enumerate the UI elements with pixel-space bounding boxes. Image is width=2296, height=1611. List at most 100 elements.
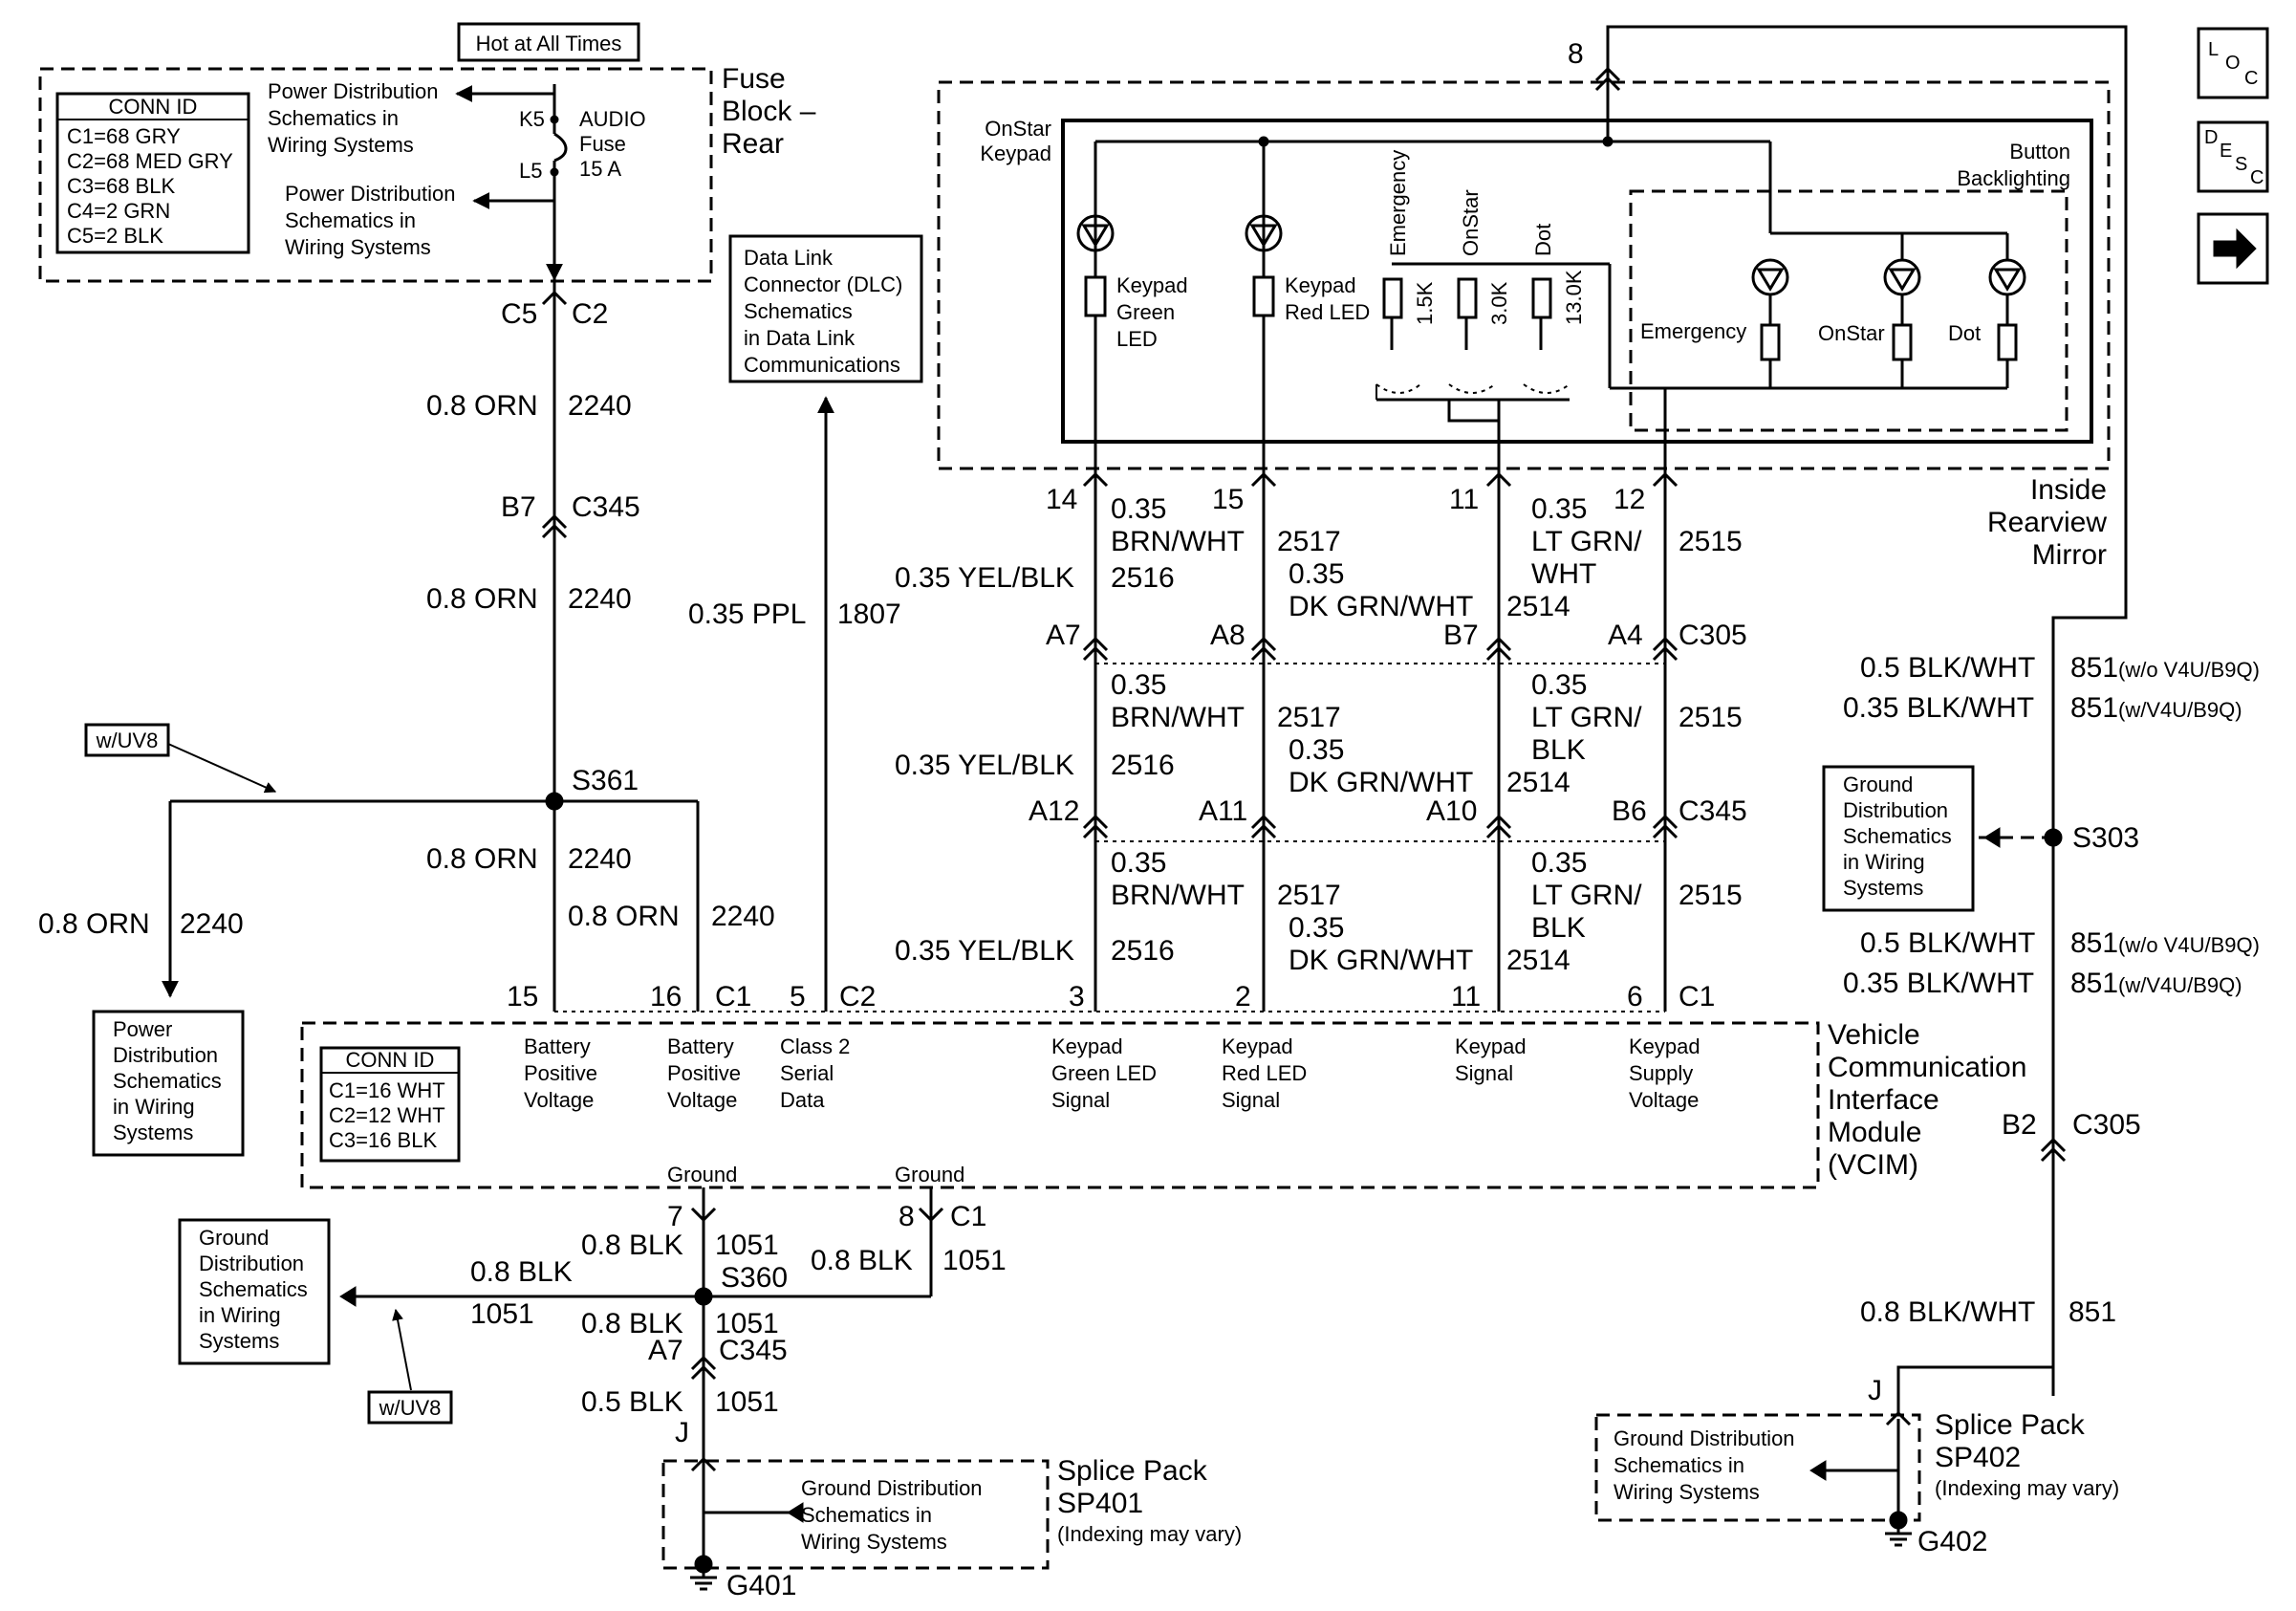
svg-text:C: C	[2244, 68, 2258, 89]
power-ref-2-line: Wiring Systems	[285, 235, 431, 259]
svg-text:Green LED: Green LED	[1051, 1061, 1157, 1085]
power-ref-3-line: Schematics	[113, 1069, 222, 1093]
green-led-label: LED	[1116, 327, 1158, 351]
fuse-block: Hot at All Times Fuse Block – Rear CONN …	[38, 22, 816, 283]
right-ground-circuit: 0.5 BLK/WHT 851 (w/o V4U/B9Q) 0.35 BLK/W…	[1594, 652, 2260, 1557]
fuse-in-pin: K5	[519, 107, 545, 131]
dlc-ref-line: Schematics	[744, 299, 853, 323]
option-note: (w/V4U/B9Q)	[2118, 698, 2242, 722]
uv8-option-tag	[84, 723, 170, 757]
wire-color: 0.5 BLK/WHT	[1860, 652, 2035, 684]
wire-color: 0.35 YEL/BLK	[895, 750, 1074, 781]
svg-text:Positive: Positive	[524, 1061, 597, 1085]
backlight-led-label: Dot	[1948, 321, 1981, 345]
resistor-icon	[1252, 275, 1275, 317]
switch-resistor-emergency: Emergency 1.5K	[1375, 150, 1437, 394]
wire-color: 0.35 YEL/BLK	[895, 935, 1074, 967]
ground-ref-arrow	[339, 1286, 357, 1307]
dlc-reference: Data Link Connector (DLC) Schematics in …	[728, 234, 923, 383]
svg-text:Data: Data	[780, 1088, 825, 1112]
wire-color: 0.35 BLK/WHT	[1843, 692, 2034, 724]
arrow-right-icon[interactable]	[2197, 212, 2269, 285]
switch-resistor-onstar: OnStar 3.0K	[1448, 189, 1511, 394]
wire-color: 0.35 BLK/WHT	[1843, 968, 2034, 999]
circuit-number: 851	[2070, 692, 2118, 724]
vcim-pin: 2	[1235, 981, 1251, 1012]
svg-text:Red LED: Red LED	[1222, 1061, 1307, 1085]
circuit-number: 851	[2070, 927, 2118, 959]
circuit-number: 2517	[1277, 880, 1341, 911]
dlc-wire-color: 0.35 PPL	[688, 599, 806, 630]
resistor-value: 13.0K	[1562, 270, 1586, 325]
svg-text:Voltage: Voltage	[524, 1088, 594, 1112]
uv8-option-tag-2	[367, 1390, 453, 1425]
wire-color: LT GRN/	[1531, 702, 1642, 733]
power-ref-1-line: Wiring Systems	[268, 133, 414, 157]
j-pin-label: J	[1868, 1375, 1882, 1406]
wire-color: 0.8 BLK	[581, 1230, 683, 1261]
resistor-icon	[1084, 275, 1107, 317]
svg-text:D: D	[2204, 127, 2218, 148]
circuit-number: 2240	[568, 583, 632, 615]
loc-icon[interactable]: L O C	[2197, 27, 2269, 99]
ground-ref-line: Systems	[199, 1329, 279, 1353]
svg-text:Signal: Signal	[1455, 1061, 1513, 1085]
vcim-pin-label-battery-16: Battery Positive Voltage	[667, 1034, 741, 1112]
left-ground-circuit: 7 8 C1 0.8 BLK 1051 S360 0.8 BLK 1051 0.…	[178, 1187, 1242, 1601]
wire-color: BRN/WHT	[1111, 526, 1245, 557]
vcim-pin: 11	[1451, 981, 1481, 1012]
svg-text:Battery: Battery	[524, 1034, 591, 1058]
sp-ref-line: Wiring Systems	[801, 1530, 947, 1554]
option-note: (w/o V4U/B9Q)	[2118, 658, 2260, 682]
vcim-conn-id-title: CONN ID	[346, 1048, 435, 1072]
svg-text:Voltage: Voltage	[667, 1088, 737, 1112]
backlight-led-onstar: OnStar	[1818, 233, 1921, 361]
svg-text:C: C	[2250, 167, 2264, 188]
wire-size: 0.35	[1531, 847, 1587, 879]
circuit-number: 2514	[1506, 767, 1570, 798]
wire-color: DK GRN/WHT	[1289, 945, 1473, 976]
desc-icon[interactable]: D E S C	[2197, 120, 2269, 193]
connector-pin: A12	[1029, 795, 1079, 827]
mirror-pin: 14	[1046, 484, 1077, 515]
svg-text:Keypad: Keypad	[1051, 1034, 1123, 1058]
ground-ref-line: in Wiring	[1843, 850, 1925, 874]
sp-ref-line: Ground Distribution	[801, 1476, 983, 1500]
ground-ref-line: Ground	[199, 1226, 269, 1250]
wire-color: BRN/WHT	[1111, 880, 1245, 911]
fuse-conn-id-line: C2=68 MED GRY	[67, 149, 233, 173]
wire-color: 0.8 BLK	[581, 1308, 683, 1339]
dlc-circuit-number: 1807	[837, 599, 901, 630]
wire-color: DK GRN/WHT	[1289, 591, 1473, 622]
onstar-keypad-label: OnStar	[985, 117, 1051, 141]
red-led-label: Keypad	[1285, 273, 1356, 297]
dlc-ref-line: Data Link	[744, 246, 834, 270]
svg-text:S: S	[2235, 154, 2247, 175]
splice-pack-sp401	[661, 1459, 1050, 1570]
a7-label: A7	[648, 1335, 683, 1366]
power-ref-3-line: Power	[113, 1017, 172, 1041]
mirror-pin: 12	[1614, 484, 1645, 515]
circuit-number: 2516	[1111, 935, 1175, 967]
vcim-conn-id-line: C1=16 WHT	[329, 1078, 445, 1102]
circuit-number: 2240	[711, 901, 775, 932]
wire-color: 0.35 YEL/BLK	[895, 562, 1074, 594]
connector-pin: A7	[1046, 620, 1081, 651]
mirror-pin: 11	[1449, 484, 1479, 515]
pin-8-label: 8	[1568, 38, 1584, 70]
circuit-number: 2515	[1679, 526, 1743, 557]
power-ref-2-line: Power Distribution	[285, 182, 456, 206]
fuse-block-title-1: Fuse	[722, 63, 786, 95]
wire-color: 0.5 BLK	[581, 1386, 683, 1418]
svg-text:Keypad: Keypad	[1222, 1034, 1293, 1058]
ground-ref-line: Distribution	[1843, 798, 1948, 822]
splice-pack-sp402	[1594, 1413, 1921, 1522]
circuit-number: 2515	[1679, 880, 1743, 911]
svg-text:Signal: Signal	[1222, 1088, 1280, 1112]
backlight-label: Button	[2009, 140, 2070, 163]
ground-label: Ground	[667, 1163, 737, 1186]
svg-text:Serial: Serial	[780, 1061, 834, 1085]
onstar-keypad-outline	[1061, 119, 2093, 444]
backlight-led-label: Emergency	[1640, 319, 1746, 343]
onstar-keypad-label: Keypad	[980, 142, 1051, 165]
